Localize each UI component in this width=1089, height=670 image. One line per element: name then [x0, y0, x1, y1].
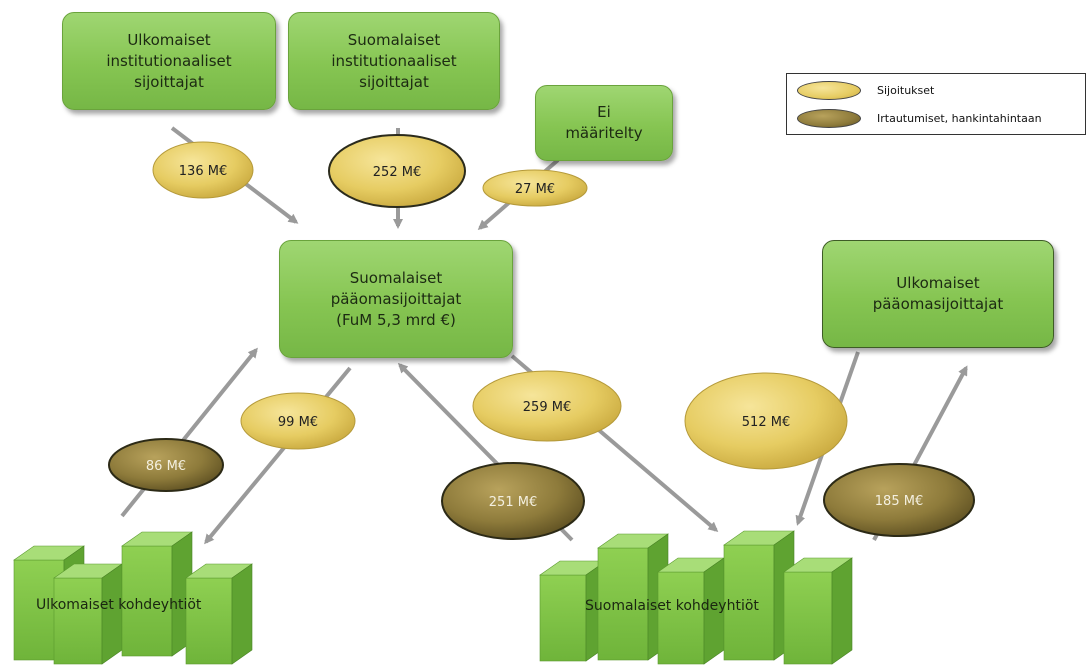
node-finnish-institutional-investors: Suomalaiset institutionaaliset sijoittaj…	[288, 12, 500, 110]
legend-divestment-swatch	[797, 109, 861, 128]
legend-investment-swatch	[797, 81, 861, 100]
flow-label-136: 136 M€	[179, 164, 227, 179]
legend-divestments-label: Irtautumiset, hankintahintaan	[877, 112, 1042, 125]
arrow-foreign-targets-to-finnish-pe	[120, 347, 258, 518]
node-foreign-institutional-investors: Ulkomaiset institutionaaliset sijoittaja…	[62, 12, 276, 110]
cube-shape	[723, 530, 795, 661]
flow-ellipse-251	[441, 462, 585, 540]
node-foreign-pe-investors: Ulkomaiset pääomasijoittajat	[822, 240, 1054, 348]
flow-label-512: 512 M€	[742, 415, 790, 430]
legend-investments-label: Sijoitukset	[877, 84, 935, 97]
flow-ellipse-27	[482, 169, 588, 207]
flow-ellipse-99	[240, 392, 356, 450]
flow-ellipses: 136 M€ 252 M€ 27 M€ 99 M€ 86 M€ 259 M€ 2…	[108, 134, 975, 540]
flow-label-251: 251 M€	[489, 495, 537, 510]
cluster-label-foreign-targets: Ulkomaiset kohdeyhtiöt	[36, 597, 202, 613]
node-undefined: Ei määritelty	[535, 85, 673, 161]
flow-ellipse-252	[328, 134, 466, 208]
flow-ellipse-259	[472, 370, 622, 442]
node-finnish-pe-investors: Suomalaiset pääomasijoittajat (FuM 5,3 m…	[279, 240, 513, 358]
arrow-finnish-pe-to-foreign-targets	[204, 366, 352, 545]
cube-shape	[121, 531, 193, 657]
finnish-targets-cubes	[539, 530, 853, 665]
flow-label-259: 259 M€	[523, 400, 571, 415]
flow-label-99: 99 M€	[278, 415, 318, 430]
flow-label-252: 252 M€	[373, 165, 421, 180]
cube-shape	[597, 533, 669, 661]
flow-ellipse-185	[823, 463, 975, 537]
flow-label-185: 185 M€	[875, 494, 923, 509]
flow-label-86: 86 M€	[146, 459, 186, 474]
cube-shape	[783, 557, 853, 665]
flow-ellipse-136	[152, 141, 254, 199]
flow-label-27: 27 M€	[515, 182, 555, 197]
legend: Sijoitukset Irtautumiset, hankintahintaa…	[786, 73, 1086, 135]
cube-shape	[53, 563, 123, 665]
cube-shape	[185, 563, 253, 665]
flow-ellipse-512	[684, 372, 848, 470]
cluster-label-finnish-targets: Suomalaiset kohdeyhtiöt	[585, 598, 759, 614]
foreign-targets-cubes	[13, 531, 253, 665]
cube-shape	[657, 557, 725, 665]
flow-ellipse-86	[108, 438, 224, 492]
